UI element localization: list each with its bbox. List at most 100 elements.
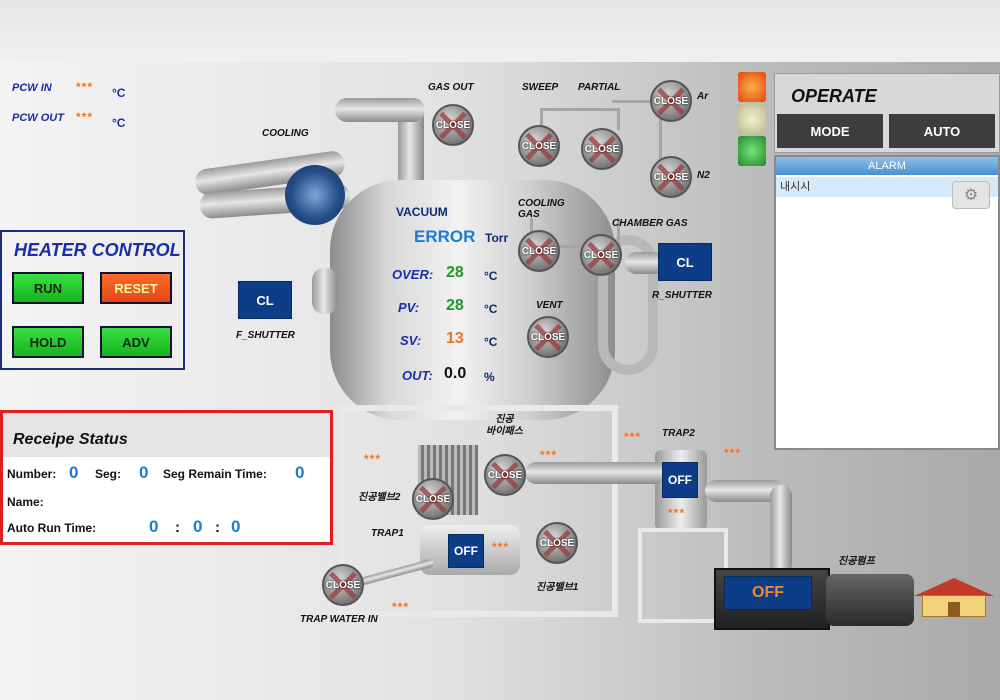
sv-label: SV: xyxy=(400,333,422,348)
trap2-off-button[interactable]: OFF xyxy=(662,462,698,498)
trap2-label: TRAP2 xyxy=(662,428,695,439)
top-band xyxy=(0,0,1000,62)
gas-out-valve[interactable]: CLOSE xyxy=(432,104,474,146)
stack-light-red xyxy=(738,72,766,102)
recipe-auto-seconds: 0 xyxy=(231,517,241,536)
chamber-gas-valve[interactable]: CLOSE xyxy=(580,234,622,276)
sv-unit: °C xyxy=(484,335,498,349)
valve1-label: 진공밸브1 xyxy=(536,582,579,593)
over-label: OVER: xyxy=(392,267,434,282)
chamber-gas-label: CHAMBER GAS xyxy=(612,218,688,229)
gas-line-right xyxy=(612,100,662,195)
chamber-gas-valve-label: CLOSE xyxy=(583,250,619,261)
bypass-valve-label: CLOSE xyxy=(487,470,523,481)
r-shutter-button[interactable]: CL xyxy=(658,243,712,281)
valve1[interactable]: CLOSE xyxy=(536,522,578,564)
home-icon[interactable] xyxy=(910,578,996,618)
gas-out-valve-label: CLOSE xyxy=(435,120,471,131)
bypass-valve[interactable]: CLOSE xyxy=(484,454,526,496)
recipe-seg-value: 0 xyxy=(139,463,149,482)
n2-valve-label: CLOSE xyxy=(653,172,689,183)
r-shutter-label: R_SHUTTER xyxy=(652,290,713,301)
recipe-remain-value: 0 xyxy=(295,463,305,482)
alarm-row[interactable]: 내시시 xyxy=(776,177,998,197)
sv-value: 13 xyxy=(446,330,464,347)
trap-water-in-valve[interactable]: CLOSE xyxy=(322,564,364,606)
hold-button[interactable]: HOLD xyxy=(12,326,84,358)
out-unit: % xyxy=(484,370,495,384)
valve2-label: 진공밸브2 xyxy=(358,492,401,503)
valve1-label-text: CLOSE xyxy=(539,538,575,549)
stars-trap1: *** xyxy=(492,540,510,554)
pcw-in-label: PCW IN xyxy=(12,82,52,94)
recipe-auto-sep1: : xyxy=(175,519,180,536)
partial-valve[interactable]: CLOSE xyxy=(581,128,623,170)
pv-unit: °C xyxy=(484,302,498,316)
recipe-status-title: Receipe Status xyxy=(13,431,128,448)
recipe-seg-label: Seg: xyxy=(95,467,122,481)
vacuum-pump-off-button[interactable]: OFF xyxy=(724,576,812,610)
f-shutter-port xyxy=(312,268,338,314)
pcw-out-label: PCW OUT xyxy=(12,112,64,124)
gear-icon[interactable]: ⚙ xyxy=(952,181,990,209)
cooling-pump-icon xyxy=(285,165,345,225)
lower-frame xyxy=(338,405,618,617)
n2-label: N2 xyxy=(697,170,710,181)
sweep-valve-label: CLOSE xyxy=(521,141,557,152)
vent-label: VENT xyxy=(536,300,563,311)
n2-valve[interactable]: CLOSE xyxy=(650,156,692,198)
pcw-out-unit: °C xyxy=(112,116,126,130)
recipe-auto-sep2: : xyxy=(215,519,220,536)
trap-water-in-valve-label: CLOSE xyxy=(325,580,361,591)
sweep-valve[interactable]: CLOSE xyxy=(518,125,560,167)
reset-button[interactable]: RESET xyxy=(100,272,172,304)
heater-control-panel: HEATER CONTROL RUN RESET HOLD ADV xyxy=(0,230,185,370)
adv-button[interactable]: ADV xyxy=(100,326,172,358)
valve2-label-text: CLOSE xyxy=(415,494,451,505)
vacuum-label: VACUUM xyxy=(396,205,448,219)
pcw-in-unit: °C xyxy=(112,86,126,100)
pump-pipe-vertical xyxy=(770,485,792,575)
f-shutter-button[interactable]: CL xyxy=(238,281,292,319)
pv-label: PV: xyxy=(398,300,420,315)
bypass-pipe xyxy=(525,462,665,484)
partial-label: PARTIAL xyxy=(578,82,621,93)
stack-light-icon xyxy=(738,72,766,178)
cooling-pipe-top xyxy=(335,98,425,122)
vent-valve-label: CLOSE xyxy=(530,332,566,343)
recipe-number-label: Number: xyxy=(7,467,57,481)
stars-bypass: *** xyxy=(540,448,558,462)
operate-panel: OPERATE MODE AUTO xyxy=(774,73,1000,153)
recipe-status-header: Receipe Status xyxy=(3,413,330,457)
stars-trap-water: *** xyxy=(392,600,410,614)
recipe-remain-label: Seg Remain Time: xyxy=(163,467,267,481)
vent-valve[interactable]: CLOSE xyxy=(527,316,569,358)
cooling-gas-valve-label: CLOSE xyxy=(521,246,557,257)
out-value: 0.0 xyxy=(444,365,467,382)
chamber-end-cap xyxy=(598,235,658,375)
vacuum-pump-motor xyxy=(826,574,914,626)
sweep-gas-line xyxy=(540,108,620,130)
alarm-panel: ALARM 내시시 ⚙ xyxy=(774,155,1000,450)
trap1-off-button[interactable]: OFF xyxy=(448,534,484,568)
recipe-name-label: Name: xyxy=(7,495,44,509)
stars-trap2-bottom: *** xyxy=(668,506,686,520)
cooling-gas-label: COOLING GAS xyxy=(518,198,565,220)
bypass-label: 진공 바이패스 xyxy=(486,414,523,437)
cooling-gas-valve[interactable]: CLOSE xyxy=(518,230,560,272)
ar-valve[interactable]: CLOSE xyxy=(650,80,692,122)
run-button[interactable]: RUN xyxy=(12,272,84,304)
over-unit: °C xyxy=(484,269,498,283)
pv-value: 28 xyxy=(446,297,464,314)
stars-valve2: *** xyxy=(364,452,382,466)
recipe-auto-hours: 0 xyxy=(149,517,159,536)
pump-pipe-horizontal xyxy=(705,480,785,502)
mode-button[interactable]: MODE xyxy=(777,114,883,148)
vacuum-value: ERROR xyxy=(414,227,476,246)
over-value: 28 xyxy=(446,264,464,281)
ar-valve-label: CLOSE xyxy=(653,96,689,107)
valve2[interactable]: CLOSE xyxy=(412,478,454,520)
auto-button[interactable]: AUTO xyxy=(889,114,995,148)
pcw-in-value: *** xyxy=(76,80,94,94)
ar-label: Ar xyxy=(697,91,709,102)
